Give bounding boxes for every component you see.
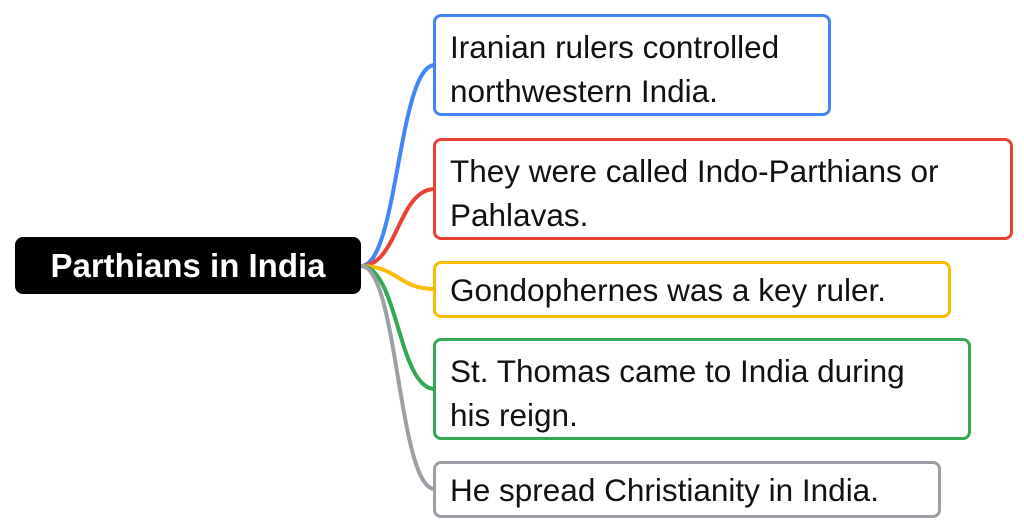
connector-line (359, 63, 437, 268)
branch-node-indo-parthians: They were called Indo-Parthians or Pahla… (433, 138, 1013, 240)
node-text-line: northwestern India. (450, 73, 718, 109)
node-text-line: Iranian rulers controlled (450, 29, 780, 65)
connector-line (359, 264, 437, 391)
connector-line (359, 264, 437, 291)
node-text-line: St. Thomas came to India during (450, 353, 905, 389)
node-text-line: Pahlavas. (450, 197, 589, 233)
branch-node-christianity: He spread Christianity in India. (433, 461, 941, 518)
branch-node-gondophernes: Gondophernes was a key ruler. (433, 261, 951, 318)
node-text-line: He spread Christianity in India. (450, 472, 879, 508)
connector-line (359, 264, 437, 491)
branch-node-st-thomas: St. Thomas came to India during his reig… (433, 338, 971, 440)
root-node: Parthians in India (15, 237, 361, 294)
branch-node-iranian-rulers: Iranian rulers controlled northwestern I… (433, 14, 831, 116)
node-text-line: Gondophernes was a key ruler. (450, 272, 887, 308)
node-text-line: his reign. (450, 397, 578, 433)
connector-line (359, 187, 437, 268)
node-text-line: They were called Indo-Parthians or (450, 153, 939, 189)
